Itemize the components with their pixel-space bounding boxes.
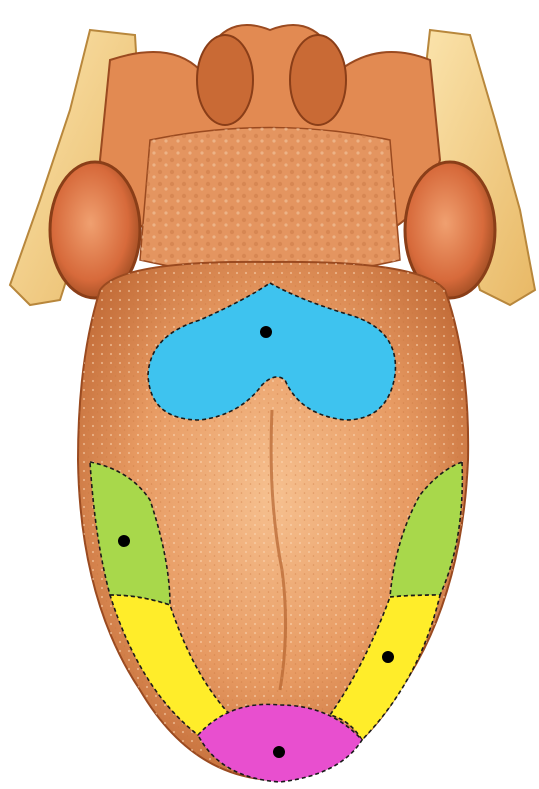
left-vallecula xyxy=(197,35,253,125)
marker-dot-left-side-upper xyxy=(118,535,130,547)
marker-dot-back xyxy=(260,326,272,338)
marker-dot-tip xyxy=(273,746,285,758)
marker-dot-right-side-lower xyxy=(382,651,394,663)
right-vallecula xyxy=(290,35,346,125)
